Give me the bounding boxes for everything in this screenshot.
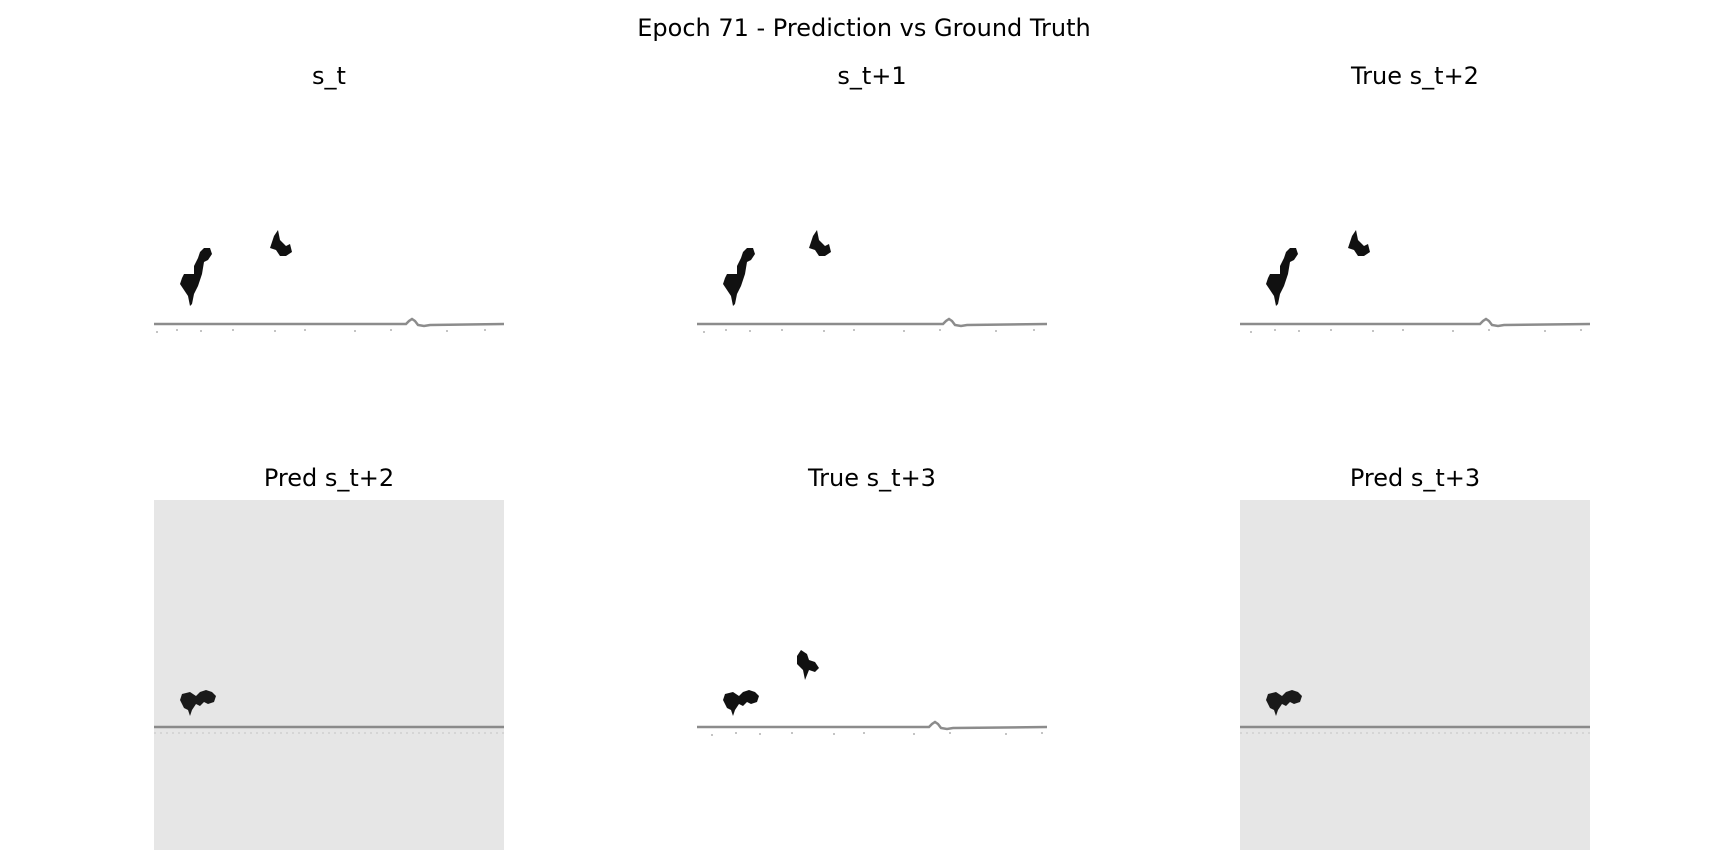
panel-title-s-t: s_t xyxy=(312,62,346,90)
frame-true-s-t3 xyxy=(697,500,1047,850)
frame-s-t1 xyxy=(697,98,1047,448)
frame-s-t xyxy=(154,98,504,448)
panel-title-true-s-t3: True s_t+3 xyxy=(808,464,936,492)
ground-line-icon xyxy=(697,317,1047,333)
ground-line-icon xyxy=(697,720,1047,736)
panel-title-true-s-t2: True s_t+2 xyxy=(1351,62,1479,90)
ground-line-icon xyxy=(154,317,504,333)
dino-ducking-icon xyxy=(180,690,216,716)
frame-true-s-t2 xyxy=(1240,98,1590,448)
dino-ducking-icon xyxy=(723,690,759,716)
frame-pred-s-t3 xyxy=(1240,500,1590,850)
pterodactyl-icon xyxy=(270,230,292,256)
dino-running-icon xyxy=(1266,248,1298,306)
ground-line-icon xyxy=(1240,317,1590,333)
frame-pred-s-t2 xyxy=(154,500,504,850)
dino-running-icon xyxy=(723,248,755,306)
pterodactyl-icon xyxy=(1348,230,1370,256)
ground-line-icon xyxy=(154,725,504,734)
pterodactyl-icon xyxy=(809,230,831,256)
dino-running-icon xyxy=(180,248,212,306)
ground-line-icon xyxy=(1240,725,1590,734)
dino-ducking-icon xyxy=(1266,690,1302,716)
figure-title: Epoch 71 - Prediction vs Ground Truth xyxy=(637,14,1091,42)
panel-title-pred-s-t2: Pred s_t+2 xyxy=(263,464,395,492)
pterodactyl-icon xyxy=(797,650,819,680)
panel-title-s-t1: s_t+1 xyxy=(837,62,907,90)
panel-title-pred-s-t3: Pred s_t+3 xyxy=(1349,464,1481,492)
